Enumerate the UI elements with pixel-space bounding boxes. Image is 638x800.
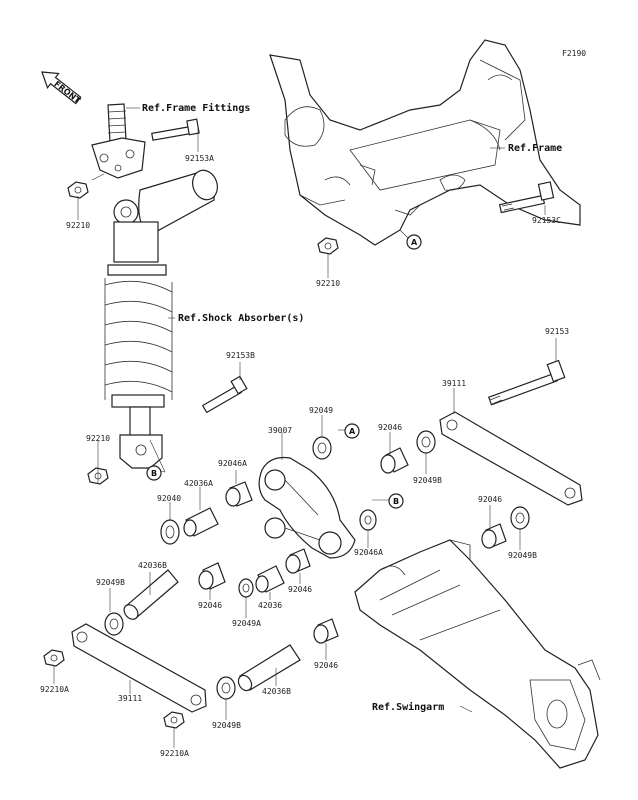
callout-a-frame: A <box>406 234 422 250</box>
washer-92049b-left <box>104 612 124 636</box>
part-label: 39111 <box>118 694 142 703</box>
part-label: 92210A <box>160 749 189 758</box>
callout-b-shock: B <box>146 465 162 481</box>
leader-lines <box>53 107 557 748</box>
part-label: 39007 <box>268 426 292 435</box>
frame-drawing <box>269 39 581 246</box>
front-label: FRONT <box>52 79 82 105</box>
part-label: 92153 <box>545 327 569 336</box>
washer-92046a-mid <box>359 509 377 531</box>
part-label: 42036B <box>262 687 291 696</box>
sleeve-42036b-bot <box>237 644 301 692</box>
bolt-92153b <box>201 375 248 414</box>
nut-92210a-left <box>43 649 65 667</box>
washer-92049b-r2 <box>510 506 530 530</box>
part-label: 92210 <box>66 221 90 230</box>
part-label: 92046 <box>314 661 338 670</box>
washer-92049b-bot <box>216 676 236 700</box>
part-label: 92210A <box>40 685 69 694</box>
ref-shock-absorber-label: Ref.Shock Absorber(s) <box>178 313 304 324</box>
part-label: 92210 <box>316 279 340 288</box>
part-label: 92153B <box>226 351 255 360</box>
ref-swingarm-label: Ref.Swingarm <box>372 701 444 713</box>
bolt-92153a <box>151 118 200 141</box>
part-label: 92049B <box>508 551 537 560</box>
sleeve-42036a <box>183 507 219 537</box>
bearing-92046-top <box>380 447 409 474</box>
washer-92049a <box>238 578 254 598</box>
sleeve-42036 <box>255 565 285 593</box>
front-arrow-icon: FRONT <box>41 71 82 106</box>
ref-frame-label: Ref.Frame <box>508 143 562 154</box>
part-label: 42036 <box>258 601 282 610</box>
bolt-92153 <box>487 359 566 406</box>
callout-b-rocker: B <box>388 493 404 509</box>
part-label: 92046 <box>198 601 222 610</box>
bearing-92046-r <box>481 523 507 549</box>
tie-rod-39111-top <box>439 411 583 506</box>
bearing-92046-a <box>198 562 226 590</box>
washer-92049b-r1 <box>416 430 436 454</box>
frame-fittings-drawing <box>91 103 146 179</box>
nut-92210-top <box>67 181 89 199</box>
callout-a-rocker: A <box>344 423 360 439</box>
svg-text:A: A <box>349 427 356 436</box>
figure-code: F2190 <box>562 49 586 58</box>
part-label: 92049A <box>232 619 261 628</box>
tie-rod-39111-bottom <box>71 623 207 713</box>
part-label: 92046 <box>378 423 402 432</box>
swingarm-drawing <box>354 539 601 769</box>
bearing-92046-b <box>285 548 311 574</box>
part-label: 92046A <box>354 548 383 557</box>
svg-text:B: B <box>393 497 399 506</box>
part-label: 39111 <box>442 379 466 388</box>
collar-92049-top <box>312 436 332 460</box>
sleeve-42036b-left <box>123 569 179 620</box>
svg-text:B: B <box>151 469 157 478</box>
shock-absorber-drawing <box>104 169 218 469</box>
bearing-92046a-top <box>225 481 253 507</box>
part-label: 92049B <box>413 476 442 485</box>
ref-frame-fittings-label: Ref.Frame Fittings <box>142 102 250 114</box>
part-label: 42036A <box>184 479 213 488</box>
rocker-arm-39007 <box>258 456 356 559</box>
part-label: 92046A <box>218 459 247 468</box>
part-label: 92153C <box>532 216 561 225</box>
nut-92210a-bot <box>163 711 185 729</box>
bearing-92046-c <box>313 618 339 644</box>
svg-text:A: A <box>411 238 418 247</box>
part-label: 92049B <box>212 721 241 730</box>
part-label: 92210 <box>86 434 110 443</box>
part-label: 92046 <box>478 495 502 504</box>
part-label: 42036B <box>138 561 167 570</box>
part-label: 92046 <box>288 585 312 594</box>
part-label: 92153A <box>185 154 214 163</box>
part-label: 92049B <box>96 578 125 587</box>
part-label: 92049 <box>309 406 333 415</box>
part-label: 92040 <box>157 494 181 503</box>
bolt-92153c <box>498 181 555 214</box>
collar-92040 <box>160 519 180 545</box>
nut-92210-frame <box>317 237 339 255</box>
